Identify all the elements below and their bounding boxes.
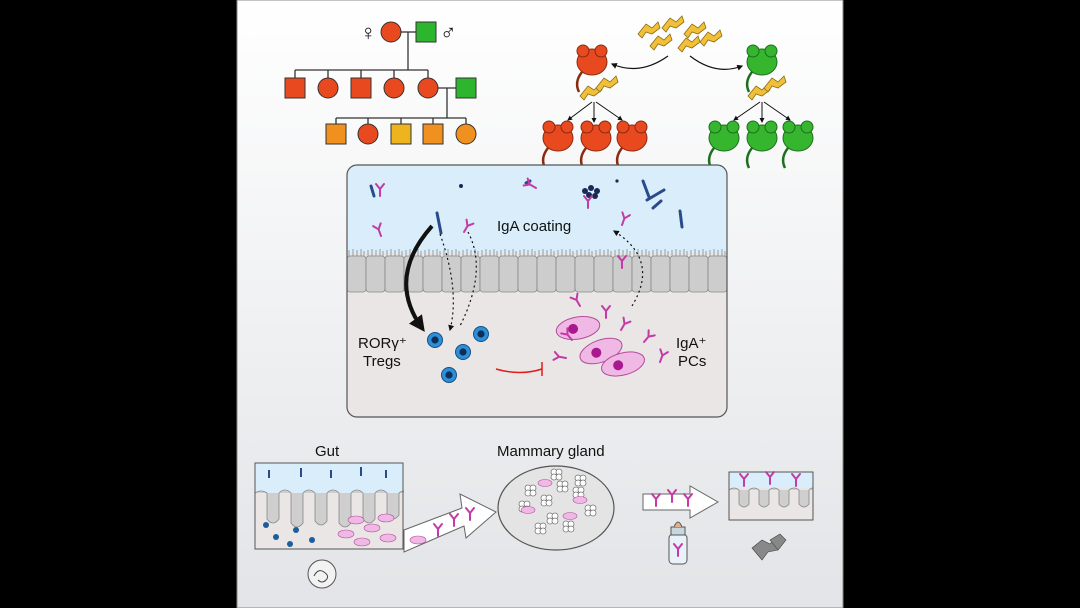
microbiota-transfer: [541, 15, 815, 170]
pedigree-chart: ♀ ♂: [284, 20, 477, 145]
gen2-female-3: [417, 77, 439, 99]
bacteria-to-treg-arrow: [404, 224, 434, 332]
mammary-gland-label: Mammary gland: [497, 443, 605, 460]
bacteria-cluster: [582, 185, 600, 199]
male-symbol: ♂: [440, 20, 457, 45]
gen3-male-1: [325, 123, 347, 145]
gut-box-tregs: [263, 522, 315, 547]
mammary-gland: [497, 465, 615, 551]
iga-coating-label: IgA coating: [497, 218, 571, 235]
epithelial-cell: [555, 255, 576, 293]
epithelial-cell: [669, 255, 690, 293]
epithelial-cell: [707, 255, 727, 293]
bacterium-dot: [615, 179, 619, 183]
maternal-transfer: Gut Mammary gland: [254, 443, 814, 589]
gut-lumen: [347, 165, 727, 253]
dotted-feedback-arrow-left-b: [459, 231, 477, 327]
gen3-male-3: [422, 123, 444, 145]
offspring-gut-box: [728, 471, 814, 521]
epithelial-cell: [422, 255, 443, 293]
gut-tissue-box: [254, 462, 404, 550]
fetus-icon: [307, 559, 337, 589]
epithelial-cell: [347, 255, 367, 293]
pc-label-line1: IgA⁺: [676, 335, 706, 352]
epithelial-cell: [631, 255, 652, 293]
epithelial-cell: [441, 255, 462, 293]
gen2-female-1: [317, 77, 339, 99]
baby-bottle-icon: [668, 521, 688, 565]
migrating-plasma-cells: [409, 507, 475, 545]
epithelial-cell: [536, 255, 557, 293]
gut-box-plasma-cells: [337, 513, 397, 547]
treg-label-line1: RORγ⁺: [358, 335, 407, 352]
gut-box-bacteria: [268, 467, 387, 478]
gen2-female-2: [383, 77, 405, 99]
epithelial-cell: [650, 255, 671, 293]
treg-label-line2: Tregs: [363, 353, 401, 370]
founder-male: [415, 21, 437, 43]
epithelial-cell: [498, 255, 519, 293]
villi: [254, 489, 404, 528]
bacterium-dot: [459, 184, 463, 188]
gen3-male-2: [390, 123, 412, 145]
epithelial-cell: [517, 255, 538, 293]
female-symbol: ♀: [360, 20, 377, 45]
inhibition-arrow: [495, 362, 543, 376]
epithelial-cell: [593, 255, 614, 293]
gut-interaction-panel: IgA coating RORγ⁺ Tregs: [346, 164, 728, 418]
epithelial-cell: [460, 255, 481, 293]
founder-female: [380, 21, 402, 43]
epithelial-cell: [688, 255, 709, 293]
epithelial-cell: [384, 255, 405, 293]
epithelial-layer: [347, 249, 727, 293]
pc-label-line2: PCs: [678, 353, 706, 370]
gen3-female-2: [455, 123, 477, 145]
epithelial-cell: [574, 255, 595, 293]
mammary-to-offspring-arrow: [642, 485, 720, 519]
gen2-male-1: [284, 77, 306, 99]
gut-label: Gut: [315, 443, 340, 460]
gen2-male-2: [350, 77, 372, 99]
epithelial-cell: [479, 255, 500, 293]
dotted-feedback-arrow-left: [439, 233, 455, 332]
bacteria: [369, 179, 684, 235]
gen2-spouse-male: [455, 77, 477, 99]
dotted-secretion-arrow: [612, 230, 644, 307]
gen3-female-1: [357, 123, 379, 145]
epithelial-cell: [365, 255, 386, 293]
mouse-pups-icon: [751, 533, 787, 561]
